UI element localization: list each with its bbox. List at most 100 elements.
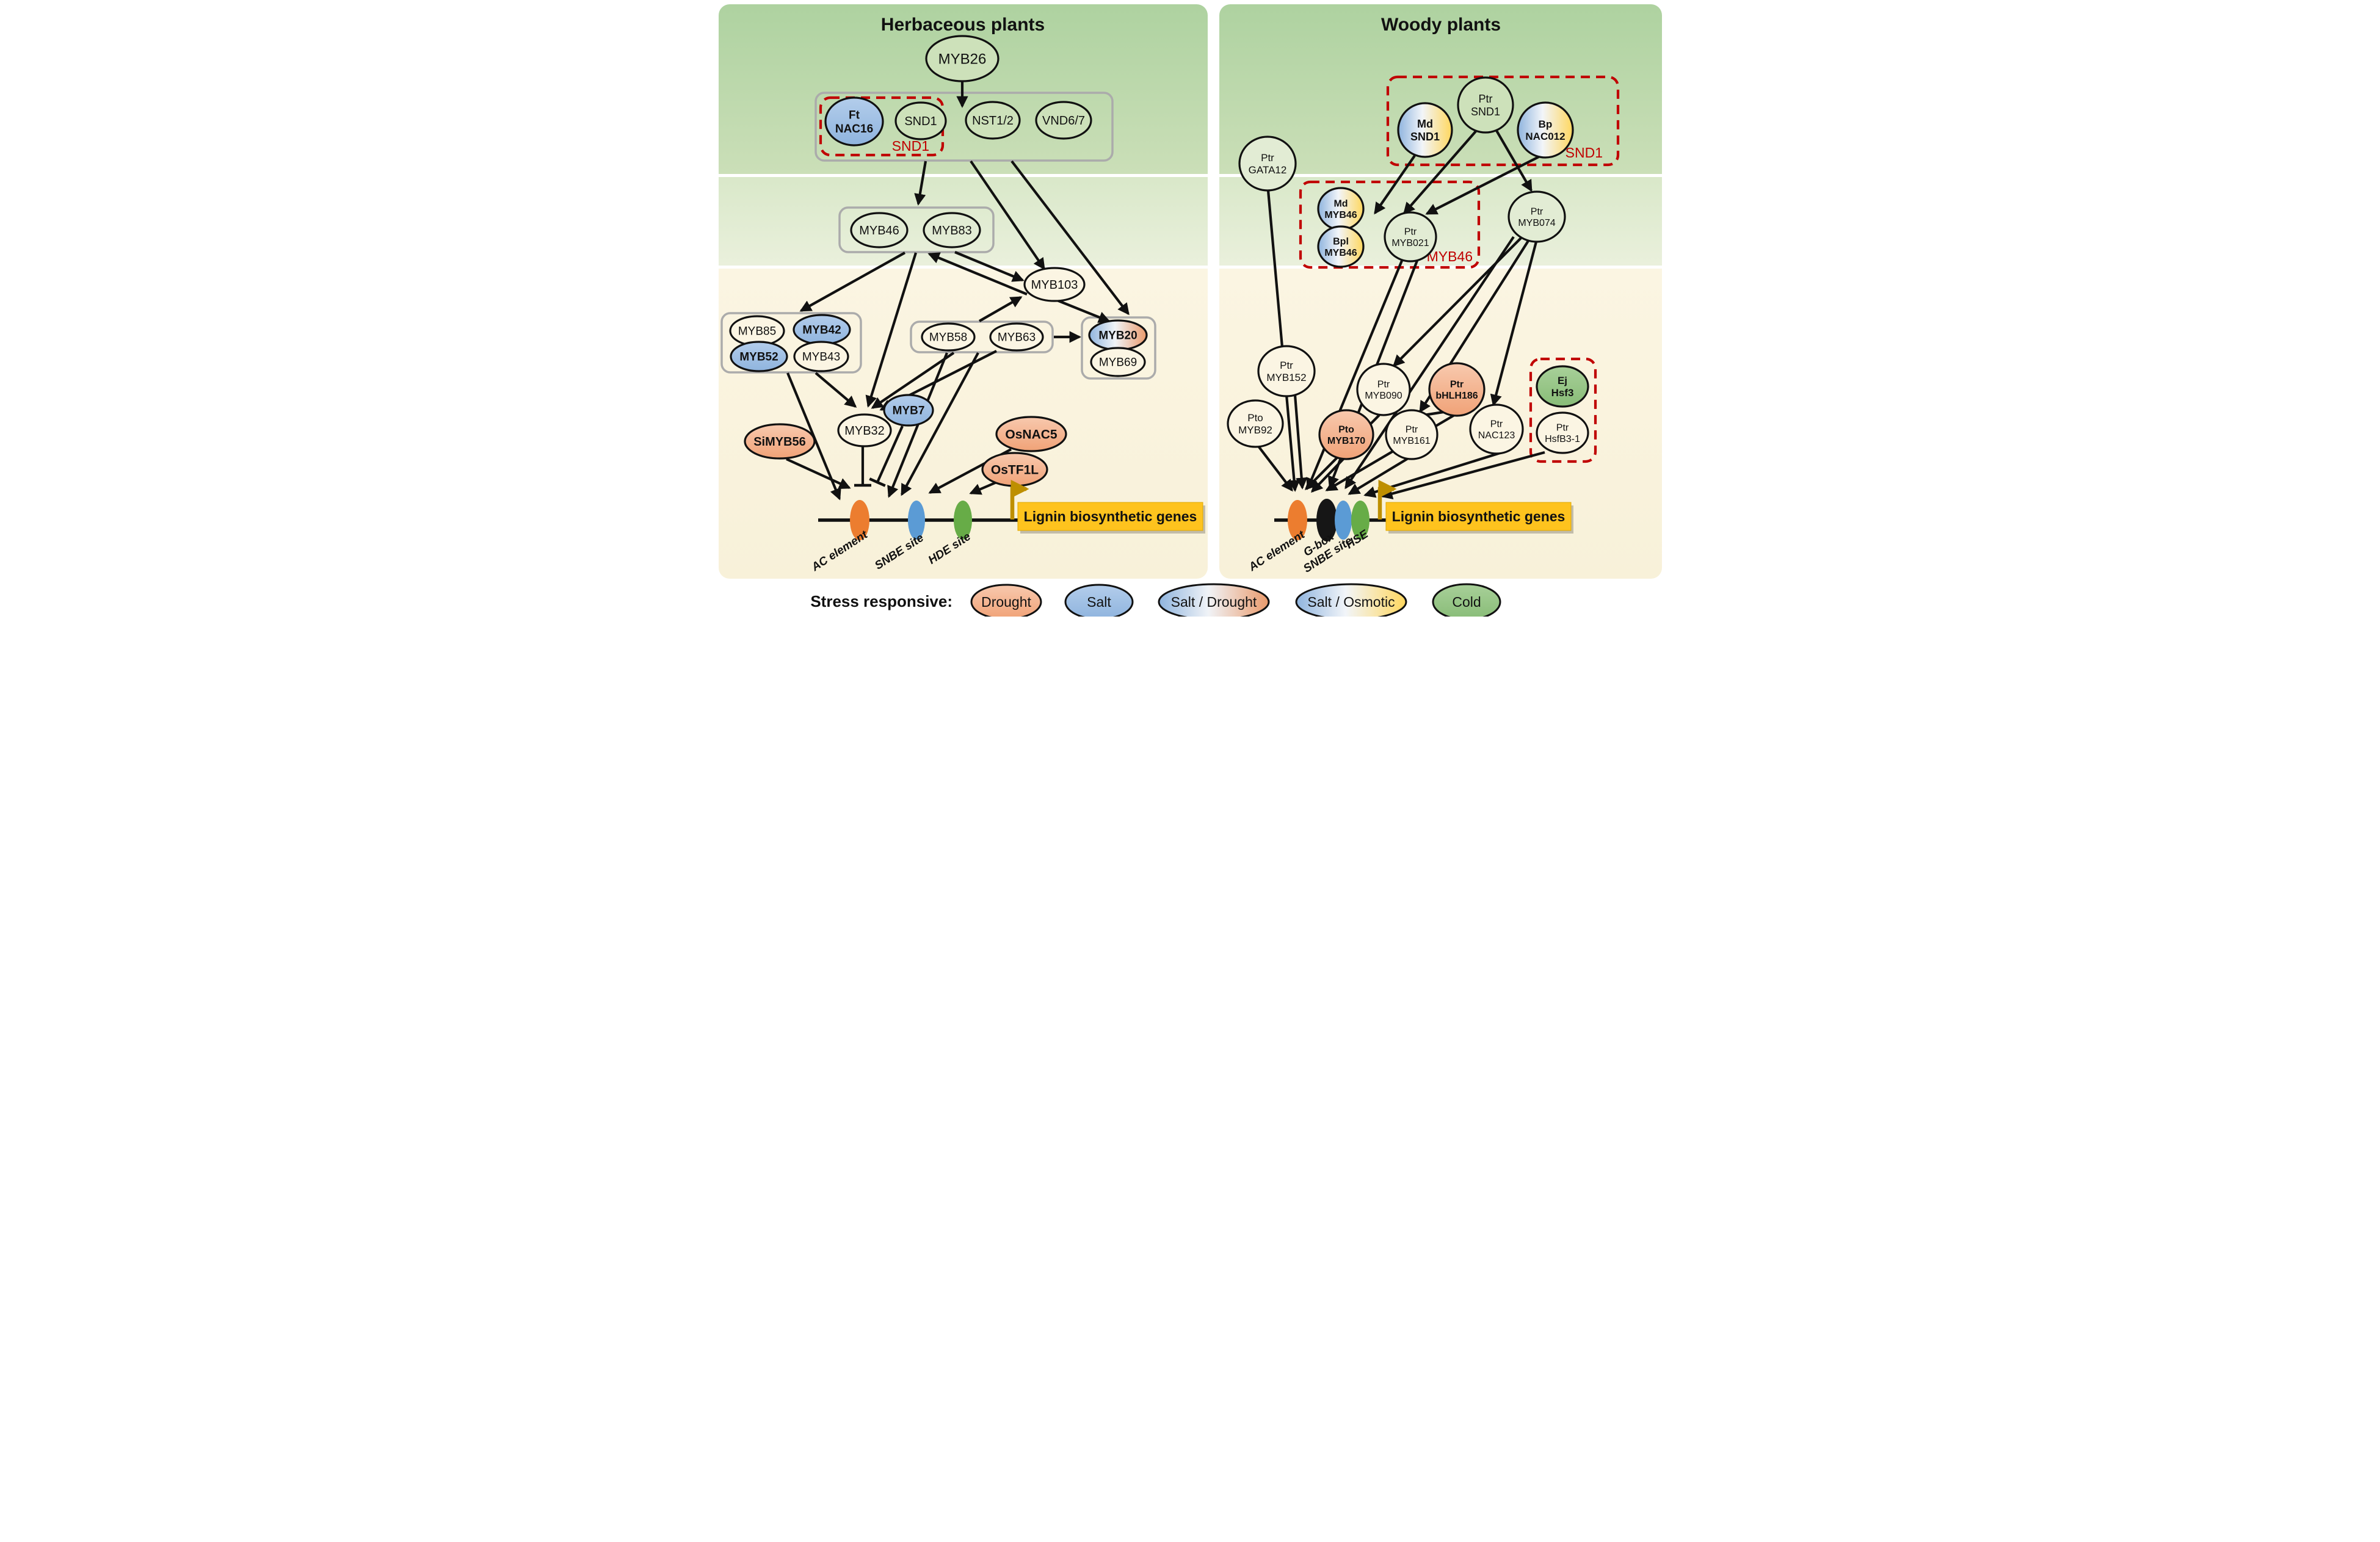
edge-ptr-myb074-to-snbe-site-r — [1344, 236, 1515, 490]
edge-ptr-snd1-to-ptr-myb021 — [1402, 129, 1478, 215]
gene-node-myb63: MYB63 — [989, 322, 1044, 352]
legend-item-cold: Cold — [1432, 583, 1501, 617]
group-box-myb58-63-box — [909, 320, 1054, 353]
gene-node-myb83: MYB83 — [922, 212, 981, 248]
gene-box-woody-promoter — [1385, 502, 1571, 531]
legend-item-label: Salt / Drought — [1170, 594, 1257, 610]
edge-myb46-83-box-to-myb103 — [954, 251, 1025, 282]
gene-label-myb63: MYB63 — [997, 331, 1035, 344]
edge-ptr-myb021-to-ac-element-r — [1305, 260, 1403, 490]
edge-myb103-to-myb20-box — [1051, 297, 1111, 323]
cis-element-snbe-site-r — [1334, 501, 1352, 540]
gene-label-myb42: MYB42 — [802, 324, 841, 337]
gene-node-myb46: MYB46 — [849, 212, 909, 248]
group-box-snd1-family-box — [814, 92, 1114, 162]
gene-label-ostf1l: OsTF1L — [990, 463, 1038, 477]
edge-myb103-to-myb46-83-box — [927, 252, 1028, 295]
stress-group-label-snd1-group-herbaceous: SND1 — [891, 138, 929, 154]
stress-group-box-hsf-group-woody — [1529, 357, 1597, 463]
gene-label-myb85: MYB85 — [738, 325, 775, 338]
legend-item-salt-drought: Salt / Drought — [1158, 583, 1269, 617]
transcription-start-arrow-icon — [1377, 480, 1396, 519]
edge-myb-cluster-box-to-myb32 — [814, 372, 857, 408]
gene-node-ostf1l: OsTF1L — [981, 452, 1048, 487]
stress-group-box-snd1-group-herbaceous — [819, 96, 944, 157]
gene-node-myb20: MYB20 — [1087, 319, 1148, 351]
gene-label-myb52: MYB52 — [739, 351, 778, 364]
gene-node-myb42: MYB42 — [792, 314, 851, 346]
gene-label-myb58: MYB58 — [929, 331, 967, 344]
gene-label-myb43: MYB43 — [802, 351, 840, 364]
edge-ptr-myb074-to-ptr-nac123 — [1490, 241, 1537, 407]
gene-label-myb26: MYB26 — [938, 51, 986, 67]
edge-snd1-family-box-to-myb46-83-box — [913, 161, 927, 206]
gene-label-myb103: MYB103 — [1031, 278, 1078, 292]
gene-label-osnac5: OsNAC5 — [1005, 427, 1058, 441]
stress-group-box-snd1-group-woody — [1386, 75, 1619, 167]
cis-element-ac-element-r — [1287, 500, 1307, 540]
edge-snd1-family-box-to-myb20-box — [1010, 160, 1130, 316]
edge-myb58-to-myb32 — [871, 352, 954, 409]
transcription-start-arrow-icon — [1010, 480, 1029, 519]
group-box-myb20-69-box — [1080, 316, 1156, 380]
panel-woody — [1219, 4, 1662, 579]
edge-myb58-63-box-to-ac-element-l-2 — [900, 352, 979, 496]
gene-node-vnd6-7: VND6/7 — [1034, 101, 1092, 140]
edge-snd1-family-box-to-myb103 — [969, 160, 1045, 270]
panel-title-woody: Woody plants — [1380, 15, 1500, 35]
gene-label-myb32: MYB32 — [844, 424, 885, 438]
gene-label-myb20: MYB20 — [1098, 330, 1137, 342]
cis-element-snbe-site-l — [907, 501, 925, 540]
edge-myb46-83-box-to-myb32 — [865, 252, 917, 408]
gene-label-nst1-2: NST1/2 — [972, 114, 1014, 128]
gene-label-myb7: MYB7 — [892, 405, 924, 418]
gene-node-nst1-2: NST1/2 — [964, 101, 1021, 140]
gene-node-myb26: MYB26 — [924, 35, 1000, 82]
legend-item-label: Salt — [1087, 594, 1111, 610]
edge-simyb56-to-ac-element-l — [785, 458, 851, 489]
legend-item-drought: Drought — [970, 584, 1042, 617]
edge-myb32-to-ac-element-l — [854, 447, 871, 487]
gene-node-myb85: MYB85 — [728, 315, 785, 347]
edge-ptr-hsfb3-1-to-hse-site — [1380, 451, 1545, 500]
gene-label-myb83: MYB83 — [932, 224, 972, 237]
gene-label-myb46: MYB46 — [859, 224, 899, 237]
edge-ptr-snd1-to-ptr-myb074 — [1495, 129, 1533, 192]
edge-ostf1l-to-hde-site-l — [968, 481, 997, 495]
gene-node-osnac5: OsNAC5 — [995, 416, 1067, 452]
edge-myb7-to-ac-element-l — [868, 425, 904, 487]
gene-node-snd1: SND1 — [894, 101, 947, 140]
group-box-myb-cluster-box — [720, 312, 862, 374]
gene-node-simyb56: SiMYB56 — [743, 423, 816, 460]
edge-pto-myb92-to-ac-element-r — [1257, 445, 1293, 492]
